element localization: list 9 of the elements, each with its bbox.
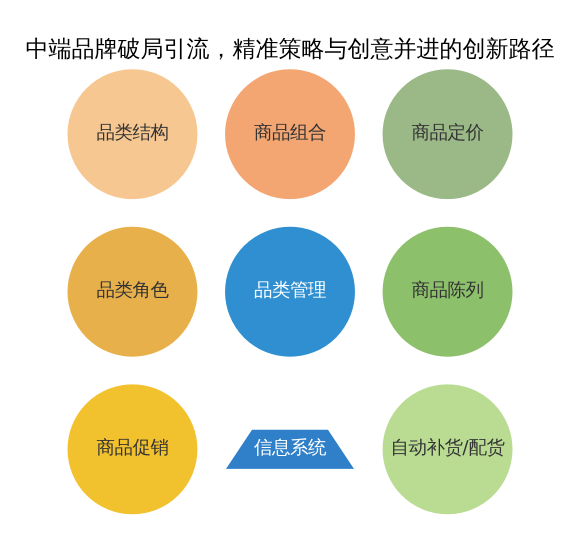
node-circle: 品类管理 xyxy=(222,224,358,359)
node-circle: 品类结构 xyxy=(65,66,200,201)
node-circle: 商品定价 xyxy=(380,66,515,201)
node-circle: 商品促销 xyxy=(65,382,200,516)
diagram-title: 中端品牌破局引流，精准策略与创意并进的创新路径 xyxy=(26,36,554,62)
node-circle: 自动补货/配货 xyxy=(380,382,515,516)
node-circle: 品类角色 xyxy=(65,224,200,359)
node-circle: 商品组合 xyxy=(222,66,358,201)
node-circle: 商品陈列 xyxy=(380,224,515,359)
